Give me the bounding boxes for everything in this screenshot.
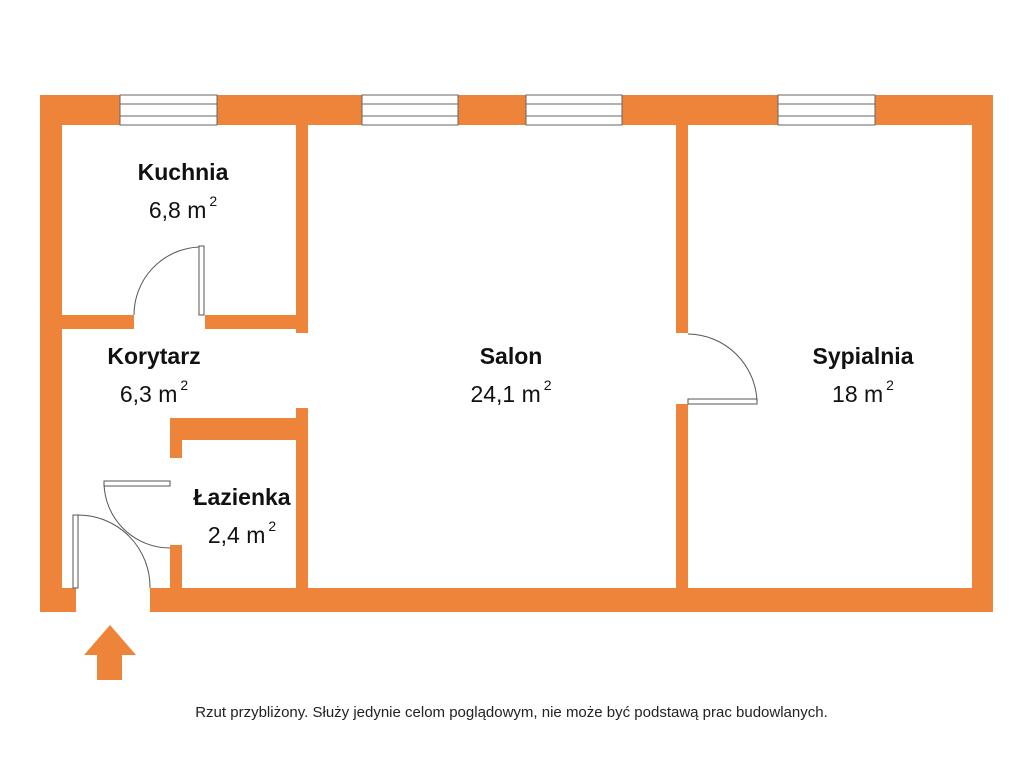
- door-kitchen: [133, 245, 205, 316]
- wall-bathroom-top: [170, 418, 308, 440]
- window-salon-left: [361, 94, 459, 126]
- room-name: Kuchnia: [137, 159, 229, 185]
- wall-salon-bedroom-2: [676, 404, 688, 588]
- room-name: Sypialnia: [812, 343, 914, 369]
- room-name: Korytarz: [107, 343, 201, 369]
- wall-top-3: [458, 95, 526, 125]
- wall-kitchen-corridor-2: [205, 315, 308, 329]
- disclaimer-text: Rzut przybliżony. Służy jedynie celom po…: [195, 704, 828, 721]
- wall-top-2: [217, 95, 362, 125]
- wall-bottom-right: [150, 588, 993, 612]
- door-bedroom: [687, 333, 758, 405]
- wall-bottom-left: [40, 588, 76, 612]
- wall-left: [40, 95, 62, 612]
- arrow-up-icon: [84, 625, 136, 680]
- door-bathroom: [103, 480, 171, 549]
- window-salon-right: [525, 94, 623, 126]
- wall-top-4: [622, 95, 778, 125]
- door-entrance: [72, 514, 151, 589]
- wall-salon-bedroom-1: [676, 125, 688, 333]
- windows: [119, 94, 876, 126]
- wall-bathroom-left-2: [170, 545, 182, 588]
- wall-right: [972, 95, 993, 612]
- room-name: Łazienka: [193, 484, 291, 510]
- window-bedroom: [777, 94, 876, 126]
- walls: [40, 95, 993, 612]
- doors: [72, 245, 758, 589]
- wall-bathroom-left-1: [170, 418, 182, 458]
- wall-salon-bathroom: [296, 408, 308, 588]
- room-name: Salon: [479, 343, 543, 369]
- wall-kitchen-corridor-1: [62, 315, 134, 329]
- window-kitchen: [119, 94, 218, 126]
- wall-kitchen-salon: [296, 125, 308, 333]
